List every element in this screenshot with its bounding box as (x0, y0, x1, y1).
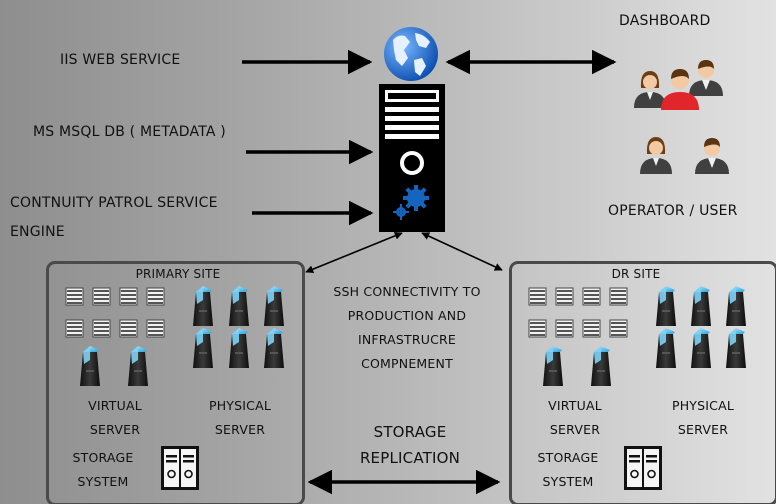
storage-replication-text: STORAGE REPLICATION (330, 419, 490, 471)
primary-physical-server-label: PHYSICAL SERVER (195, 394, 285, 442)
ssh-arrow-primary (305, 232, 403, 273)
label-line: STORAGE (72, 450, 134, 465)
label-line: VIRTUAL (88, 398, 142, 413)
label-line: SYSTEM (77, 474, 129, 489)
dashboard-label: DASHBOARD (619, 13, 711, 29)
globe-icon (384, 27, 438, 81)
cp-service-label-2: ENGINE (10, 224, 65, 240)
label-line: SYSTEM (542, 474, 594, 489)
dashboard-users-icon (634, 60, 723, 110)
ssh-line-2: PRODUCTION AND (347, 308, 467, 323)
ssh-connectivity-text: SSH CONNECTIVITY TO PRODUCTION AND INFRA… (312, 280, 502, 376)
label-line: VIRTUAL (548, 398, 602, 413)
ssh-line-3: INFRASTRUCRE (357, 332, 457, 347)
operator-users-icon (640, 137, 729, 174)
ssh-line-1: SSH CONNECTIVITY TO (333, 284, 481, 299)
ssh-arrow-dr (421, 232, 503, 271)
dr-physical-server-label: PHYSICAL SERVER (658, 394, 748, 442)
primary-storage-label: STORAGE SYSTEM (58, 446, 148, 494)
replication-line-2: REPLICATION (359, 449, 461, 467)
dr-virtual-server-label: VIRTUAL SERVER (530, 394, 620, 442)
label-line: PHYSICAL (208, 398, 272, 413)
cp-service-label-1: CONTNUITY PATROL SERVICE (10, 195, 218, 211)
central-server-icon (379, 84, 445, 232)
label-line: SERVER (677, 422, 729, 437)
gear-icon (393, 185, 429, 220)
replication-line-1: STORAGE (373, 423, 447, 441)
primary-virtual-server-label: VIRTUAL SERVER (70, 394, 160, 442)
dr-storage-label: STORAGE SYSTEM (523, 446, 613, 494)
ssh-line-4: COMPNEMENT (361, 356, 453, 371)
label-line: SERVER (214, 422, 266, 437)
label-line: SERVER (549, 422, 601, 437)
label-line: STORAGE (537, 450, 599, 465)
label-line: SERVER (89, 422, 141, 437)
label-line: PHYSICAL (671, 398, 735, 413)
iis-web-service-label: IIS WEB SERVICE (60, 52, 181, 68)
dr-site-title: DR SITE (611, 267, 661, 281)
operator-user-label: OPERATOR / USER (608, 203, 738, 219)
ms-msql-db-label: MS MSQL DB ( METADATA ) (33, 124, 226, 140)
primary-site-title: PRIMARY SITE (135, 267, 221, 281)
